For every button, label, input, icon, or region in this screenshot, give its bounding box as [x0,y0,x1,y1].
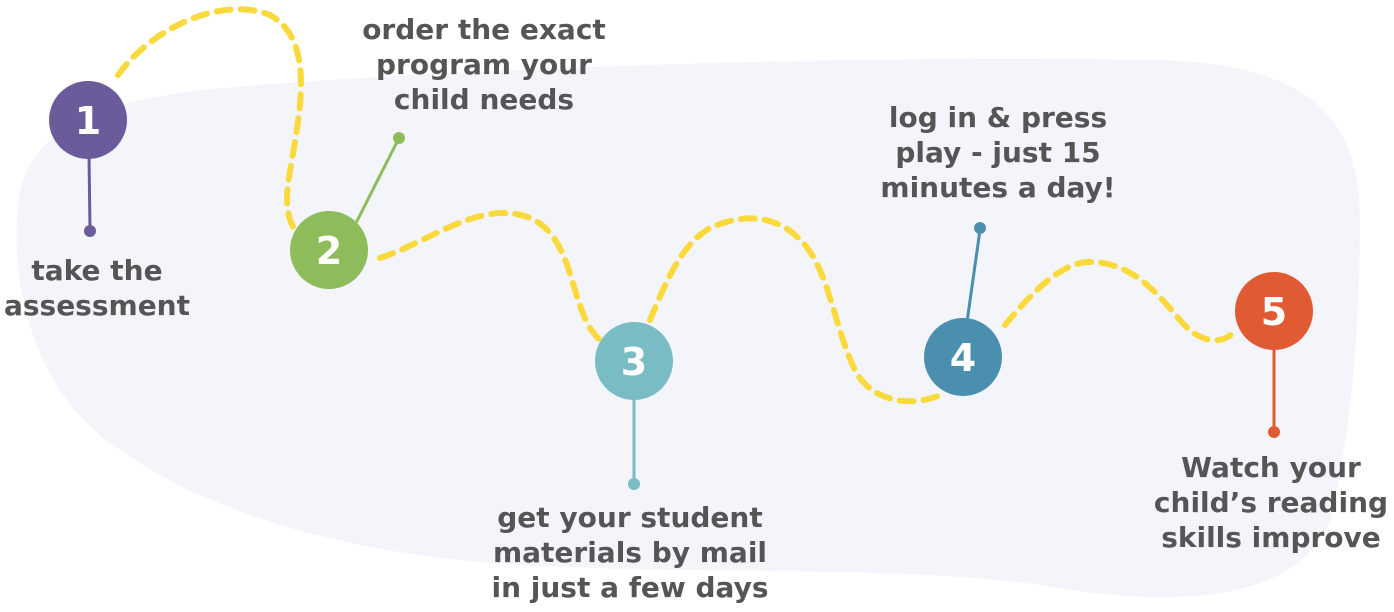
step-2-number: 2 [316,229,342,273]
step-5-number: 5 [1261,290,1287,334]
step-5-label-line: Watch your [1181,451,1361,484]
step-2-stem [353,139,400,226]
step-4-pin-dot [974,222,986,234]
step-1-label-line: assessment [3,289,191,322]
step-3-label-line: in just a few days [491,571,769,604]
step-4-stem [965,229,982,323]
step-3-label-line: materials by mail [492,536,768,569]
step-1-stem [87,154,92,231]
step-5-label: Watch your child’s reading skills improv… [1148,450,1394,555]
step-3-number: 3 [621,340,647,384]
step-5-pin-dot [1268,426,1280,438]
step-3-label: get your student materials by mail in ju… [479,500,781,605]
step-4: 4 [924,222,1002,396]
step-4-label-line: log in & press [888,101,1108,134]
step-4-label-line: minutes a day! [880,171,1116,204]
step-2-pin-dot [393,132,405,144]
step-4-circle [924,318,1002,396]
step-5: 5 [1235,272,1313,438]
step-3-label-line: get your student [497,501,763,534]
step-1-label: take the assessment [0,253,194,323]
step-4-label-line: play - just 15 [895,136,1101,169]
step-3-pin-dot [628,478,640,490]
step-2: 2 [290,132,405,289]
step-3-circle [595,322,673,400]
step-2-label-line: program your [376,48,592,81]
step-3: 3 [595,322,673,490]
step-4-number: 4 [950,336,976,380]
step-1: 1 [49,81,127,237]
step-1-circle [49,81,127,159]
dashed-path [115,6,1238,405]
step-2-label-line: order the exact [362,13,606,46]
step-1-label-line: take the [31,254,163,287]
step-5-label-line: child’s reading [1153,486,1389,519]
step-1-number: 1 [75,99,101,143]
step-1-pin-dot [84,225,96,237]
step-5-label-line: skills improve [1161,521,1381,554]
step-5-circle [1235,272,1313,350]
step-2-label-line: child needs [393,83,575,116]
step-2-circle [290,211,368,289]
step-4-label: log in & press play - just 15 minutes a … [868,100,1128,205]
step-2-label: order the exact program your child needs [354,12,614,117]
background-blob [16,58,1361,598]
